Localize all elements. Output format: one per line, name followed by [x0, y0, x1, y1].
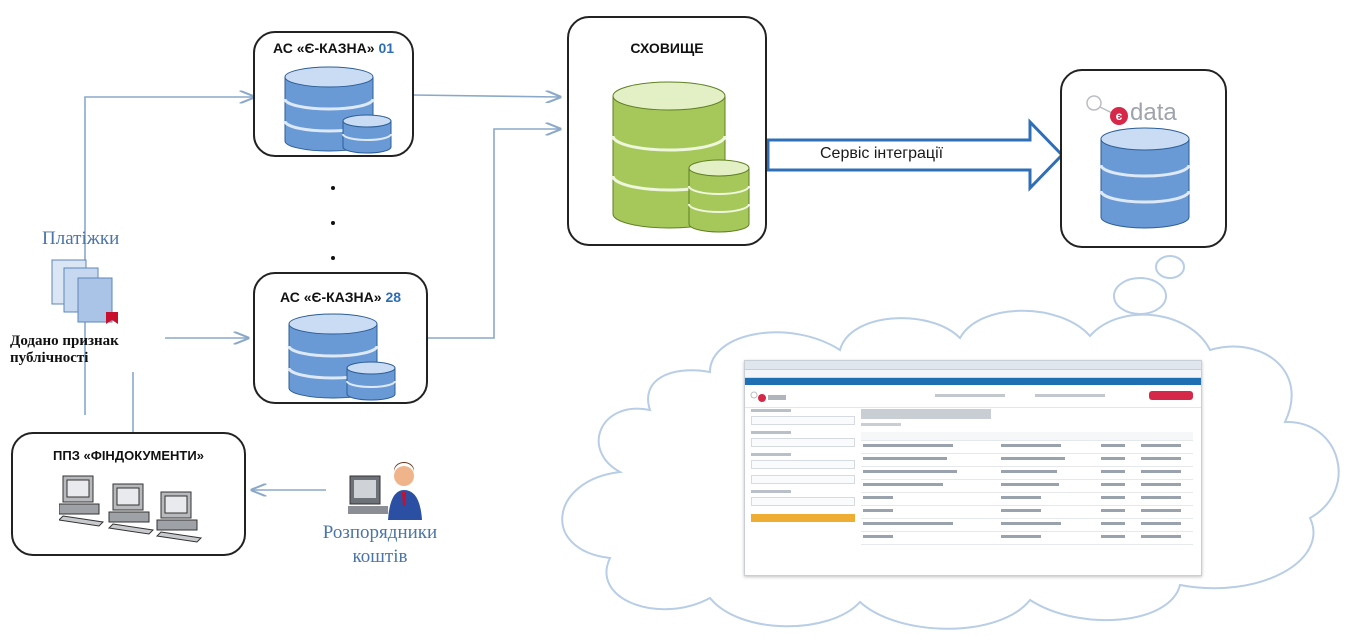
ellipsis-dot [331, 186, 335, 190]
managers-line-2: коштів [352, 546, 408, 567]
edata-box: є data [1060, 69, 1227, 248]
edata-website-screenshot [744, 360, 1202, 576]
as-kazna-01-title: АС «Є-КАЗНА» 01 [272, 40, 395, 56]
transactions-table [861, 409, 1193, 545]
edata-accent: є [1116, 109, 1123, 123]
database-icon [287, 313, 396, 401]
storage-title: СХОВИЩЕ [630, 40, 704, 56]
integration-label: Сервіс інтеграції [820, 145, 944, 162]
browser-address-bar [745, 370, 1201, 378]
documents-icon [51, 259, 118, 324]
edata-logo-text: data [1130, 99, 1177, 126]
findocs-title: ППЗ «ФІНДОКУМЕНТИ» [53, 448, 204, 463]
ellipsis-dot [331, 221, 335, 225]
computers-icon [59, 475, 203, 543]
as-kazna-28-box: АС «Є-КАЗНА» 28 [253, 272, 428, 404]
database-icon [1099, 127, 1191, 229]
browser-tabs [745, 361, 1201, 370]
thought-bubble-icon [1155, 255, 1185, 279]
public-flag-line-2: публічності [10, 350, 89, 366]
filter-sidebar [751, 409, 855, 522]
managers-line-1: Розпорядники [322, 522, 438, 543]
as-kazna-28-title: АС «Є-КАЗНА» 28 [279, 289, 402, 305]
as-kazna-01-box: АС «Є-КАЗНА» 01 [253, 31, 414, 157]
public-flag-label: Додано признак публічності [10, 333, 119, 367]
integration-arrow [766, 118, 1065, 192]
molecule-logo-icon: є [1086, 95, 1128, 125]
public-flag-line-1: Додано признак [10, 333, 119, 349]
managers-label: Розпорядники коштів [315, 521, 445, 569]
database-icon [283, 66, 392, 154]
site-header [745, 385, 1201, 408]
findocs-box: ППЗ «ФІНДОКУМЕНТИ» [11, 432, 246, 556]
ellipsis-dot [331, 256, 335, 260]
storage-box: СХОВИЩЕ [567, 16, 767, 246]
site-banner [745, 378, 1201, 385]
edata-logo: є data [1082, 85, 1222, 126]
payments-label: Платіжки [42, 228, 120, 249]
thought-bubble-icon [1113, 277, 1167, 315]
user-at-computer-icon [348, 462, 422, 520]
database-green-icon [611, 81, 750, 233]
edata-small-logo-icon [750, 391, 786, 402]
